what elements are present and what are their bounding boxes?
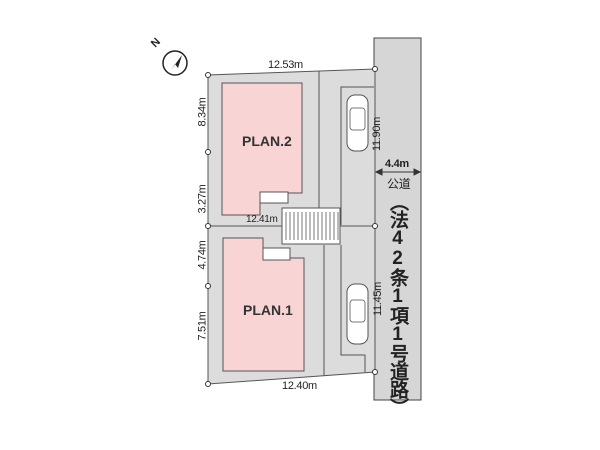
road-width: 4.4m xyxy=(385,158,409,170)
dim-left-upper-a: 8.34m xyxy=(196,97,209,127)
dim-right-upper: 11.90m xyxy=(371,116,384,152)
dim-middle: 12.41m xyxy=(246,214,278,225)
public-road xyxy=(373,37,422,401)
north-compass-icon xyxy=(162,50,188,76)
plan1-label: PLAN.1 xyxy=(243,302,293,318)
car-upper-icon xyxy=(346,94,369,152)
dim-right-lower: 11.45m xyxy=(372,281,385,317)
road-type: 公道 xyxy=(387,177,411,191)
road-designation: （法42条1項1号道路） xyxy=(387,192,408,416)
dim-top: 12.53m xyxy=(268,59,303,71)
stairs xyxy=(281,207,341,245)
dim-left-lower-a: 4.74m xyxy=(196,240,209,270)
plan2-label: PLAN.2 xyxy=(242,133,292,149)
dim-bottom: 12.40m xyxy=(282,380,317,392)
dim-left-lower-b: 7.51m xyxy=(196,311,209,341)
dim-left-upper-b: 3.27m xyxy=(196,184,209,214)
car-lower-icon xyxy=(346,283,369,345)
road-width-arrow xyxy=(374,168,422,176)
